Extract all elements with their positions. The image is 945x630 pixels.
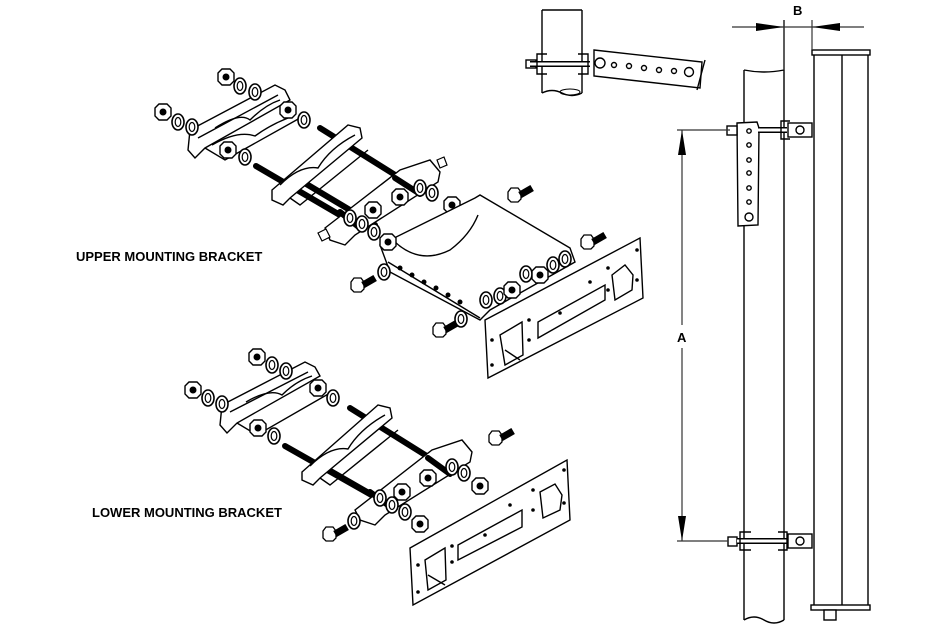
nut-icon (503, 281, 521, 299)
washer-icon (355, 215, 369, 233)
washer-icon (233, 77, 247, 95)
lower-side-bracket (727, 531, 813, 551)
washer-icon (413, 179, 427, 197)
nut-icon (393, 483, 411, 501)
washer-icon (445, 458, 459, 476)
dimension-b: B (732, 3, 864, 70)
washer-icon (519, 265, 533, 283)
dimension-b-label: B (793, 3, 802, 18)
nut-icon (364, 201, 382, 219)
washer-icon (297, 111, 311, 129)
washer-icon (398, 503, 412, 521)
threaded-rod (317, 125, 403, 181)
dimension-a-label: A (677, 330, 687, 345)
washer-icon (479, 291, 493, 309)
upper-bracket-label: UPPER MOUNTING BRACKET (76, 249, 262, 264)
washer-icon (185, 118, 199, 136)
washer-icon (546, 256, 560, 274)
bolt-icon (488, 427, 516, 446)
washer-icon (425, 184, 439, 202)
bolt-icon (507, 184, 535, 203)
washer-icon (201, 389, 215, 407)
top-detail-view (525, 9, 706, 97)
tilt-arm (593, 49, 703, 89)
lower-bracket-plate (354, 439, 473, 526)
nut-icon (184, 381, 202, 399)
washer-icon (326, 389, 340, 407)
lower-bracket-label: LOWER MOUNTING BRACKET (92, 505, 282, 520)
nut-icon (531, 266, 549, 284)
nut-icon (217, 68, 235, 86)
antenna (810, 49, 871, 621)
upper-antenna-plate (484, 236, 644, 380)
washer-icon (454, 310, 468, 328)
washer-icon (385, 496, 399, 514)
upper-saddle (271, 124, 369, 206)
washer-icon (558, 250, 572, 268)
dimension-a: A (677, 129, 730, 542)
upper-mounting-bracket: UPPER MOUNTING BRACKET (76, 68, 644, 380)
nut-icon (279, 101, 297, 119)
upper-tilt-plate (379, 194, 576, 321)
nut-icon (219, 141, 237, 159)
washer-icon (267, 427, 281, 445)
nut-icon (411, 515, 429, 533)
nut-icon (309, 379, 327, 397)
bolt-icon (322, 523, 350, 542)
washer-icon (279, 362, 293, 380)
washer-icon (248, 83, 262, 101)
lower-mounting-bracket: LOWER MOUNTING BRACKET (92, 348, 571, 607)
lower-antenna-plate (409, 458, 571, 607)
upper-side-bracket (726, 120, 813, 227)
nut-icon (471, 477, 489, 495)
washer-icon (343, 209, 357, 227)
washer-icon (367, 223, 381, 241)
bolt-icon (580, 231, 608, 250)
nut-icon (419, 469, 437, 487)
washer-icon (265, 356, 279, 374)
nut-icon (248, 348, 266, 366)
pole (743, 20, 785, 620)
nut-icon (379, 233, 397, 251)
washer-icon (373, 489, 387, 507)
washer-icon (457, 464, 471, 482)
washer-icon (238, 148, 252, 166)
nut-icon (154, 103, 172, 121)
lower-clamp-back (219, 361, 331, 436)
upper-clamp-back (187, 84, 301, 161)
threaded-rod (253, 163, 348, 221)
threaded-rod (347, 405, 433, 461)
side-view: A B (677, 3, 871, 624)
washer-icon (347, 512, 361, 530)
washer-icon (171, 113, 185, 131)
nut-icon (391, 188, 409, 206)
nut-icon (249, 419, 267, 437)
washer-icon (215, 395, 229, 413)
bolt-icon (350, 274, 378, 293)
washer-icon (377, 263, 391, 281)
lower-saddle (301, 404, 399, 486)
